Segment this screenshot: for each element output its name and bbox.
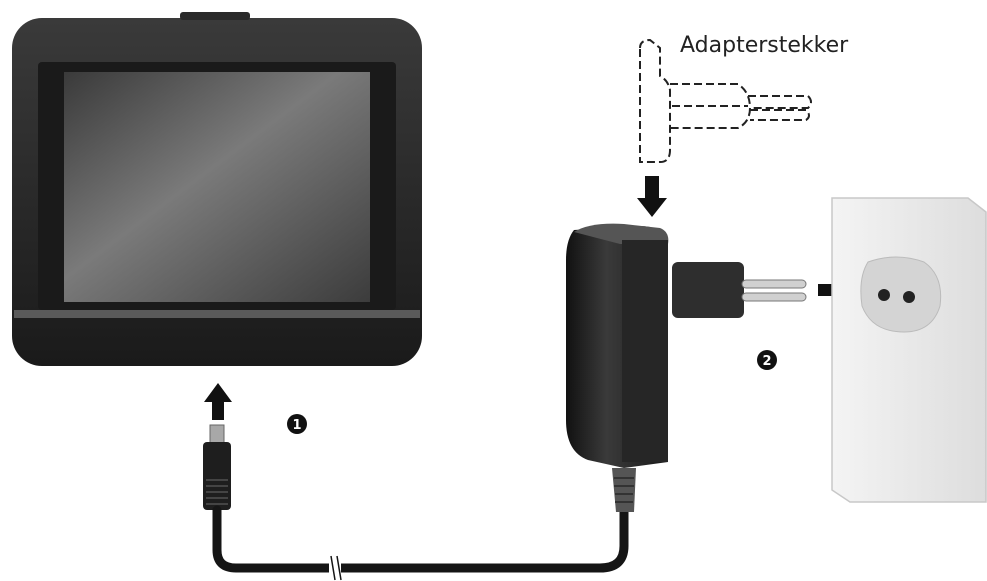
- step-number-1: 1: [292, 418, 301, 433]
- step-marker-2: 2: [757, 350, 777, 370]
- charger-prong-top: [741, 279, 807, 289]
- wall-socket: [831, 197, 987, 503]
- usb-plug-body: [203, 442, 231, 510]
- device-top-button: [180, 12, 250, 20]
- device-bottom-stripe: [14, 310, 420, 318]
- charger-side-panel: [622, 240, 668, 462]
- adapter-plug-label: Adapterstekker: [680, 33, 849, 58]
- down-arrow-icon: [637, 176, 667, 217]
- charger-plug-housing: [672, 262, 744, 318]
- wall-plate: [831, 197, 987, 503]
- navigation-device: [12, 12, 422, 366]
- outlet-hole-left: [878, 289, 890, 301]
- adapter-plug-outline: [639, 38, 812, 163]
- charger-prong-bottom: [741, 292, 807, 302]
- outlet-face: [860, 256, 942, 333]
- up-arrow-icon: [204, 383, 232, 420]
- outlet-hole-right: [903, 291, 915, 303]
- power-charger: [566, 223, 807, 512]
- step-number-2: 2: [762, 354, 771, 369]
- device-screen: [64, 72, 370, 302]
- charger-relief-grip: [614, 477, 634, 503]
- usb-plug-tip: [209, 424, 225, 444]
- step-marker-1: 1: [287, 414, 307, 434]
- charging-cable: [212, 495, 629, 573]
- charger-top: [574, 223, 669, 244]
- cable-break-icon: [329, 555, 342, 581]
- charger-cable-strain-relief: [612, 468, 636, 512]
- usb-plug-grip: [206, 479, 228, 505]
- usb-connector: [203, 424, 231, 510]
